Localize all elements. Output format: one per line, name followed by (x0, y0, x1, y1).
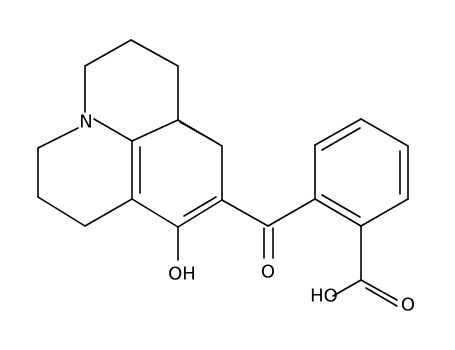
bond (267, 198, 316, 227)
bond (332, 279, 362, 297)
bond (177, 199, 223, 228)
bond (183, 196, 217, 217)
bond (314, 118, 362, 146)
carbonyl-bridge (221, 198, 316, 259)
hydroxyl-label: OH (168, 264, 196, 285)
carboxyl-hydroxyl-label: HO (310, 286, 338, 307)
bond (93, 118, 133, 142)
bond (84, 39, 132, 67)
ketone-oxygen-label: O (261, 262, 275, 283)
bond (130, 39, 179, 67)
bond (365, 287, 398, 307)
bond (84, 198, 133, 227)
julolidine-saturated-rings (37, 39, 179, 227)
bond (131, 119, 179, 142)
bond (37, 196, 86, 227)
benzoic-acid-ring (314, 118, 409, 227)
bond (360, 118, 409, 147)
bond (179, 121, 213, 141)
bond (221, 199, 269, 227)
bond (360, 279, 398, 301)
bond (314, 198, 362, 227)
julolidine-aromatic-ring (93, 118, 223, 228)
bond (360, 198, 409, 227)
bond (37, 127, 79, 149)
carboxylic-acid-group (332, 225, 398, 307)
bond (321, 127, 361, 151)
nitrogen-atom-label: N (79, 112, 92, 133)
bond (131, 198, 179, 228)
bond (321, 194, 361, 218)
carboxyl-oxygen-label: O (401, 295, 415, 316)
